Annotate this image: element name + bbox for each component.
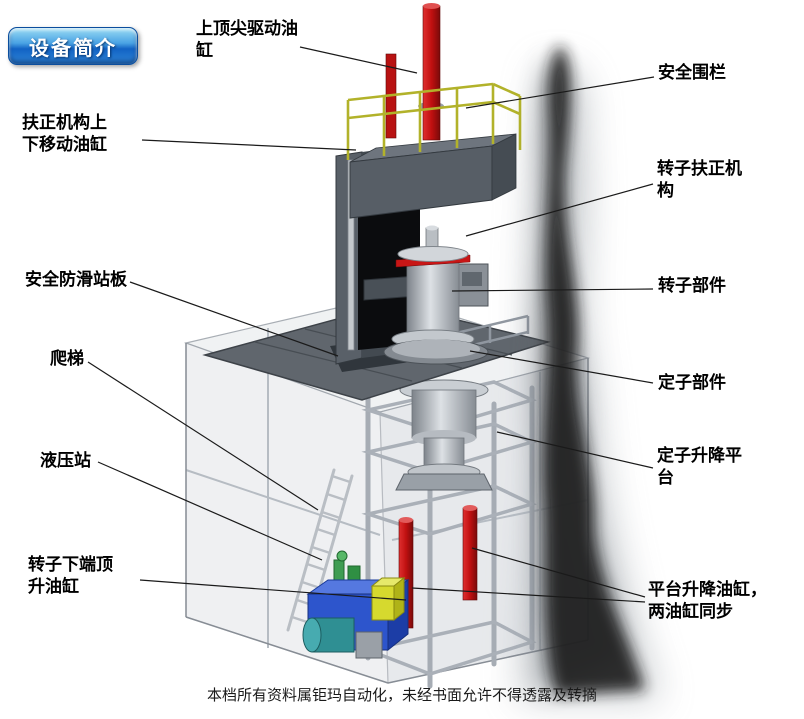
footer-disclaimer: 本档所有资料属钜玛自动化，未经书面允许不得透露及转摘 xyxy=(206,687,597,704)
label-ladder: 爬梯 xyxy=(50,349,84,368)
top-drive-rods xyxy=(385,3,444,141)
rotor-assembly xyxy=(383,225,489,365)
label-stator-component: 定子部件 xyxy=(658,373,726,392)
label-stator-lift-platform: 定子升降平 台 xyxy=(657,446,742,488)
press-column xyxy=(330,133,517,372)
label-centering-move-cylinder: 扶正机构上 下移动油缸 xyxy=(22,113,107,155)
label-hydraulic-station: 液压站 xyxy=(40,451,91,470)
label-platform-lift-cylinders: 平台升降油缸， 两油缸同步 xyxy=(648,580,767,622)
stator-assembly xyxy=(395,379,493,491)
label-safety-fence: 安全围栏 xyxy=(658,63,726,82)
label-rotor-centering-mechanism: 转子扶正机 构 xyxy=(657,159,742,201)
shadow-plume-core xyxy=(543,45,645,695)
label-top-drive-cylinder: 上顶尖驱动油 缸 xyxy=(196,19,298,61)
label-rotor-component: 转子部件 xyxy=(658,276,726,295)
label-antislip-platform: 安全防滑站板 xyxy=(25,270,127,289)
label-rotor-bottom-jack-cylinder: 转子下端顶 升油缸 xyxy=(28,555,113,597)
title-badge: 设备简介 xyxy=(8,27,138,65)
